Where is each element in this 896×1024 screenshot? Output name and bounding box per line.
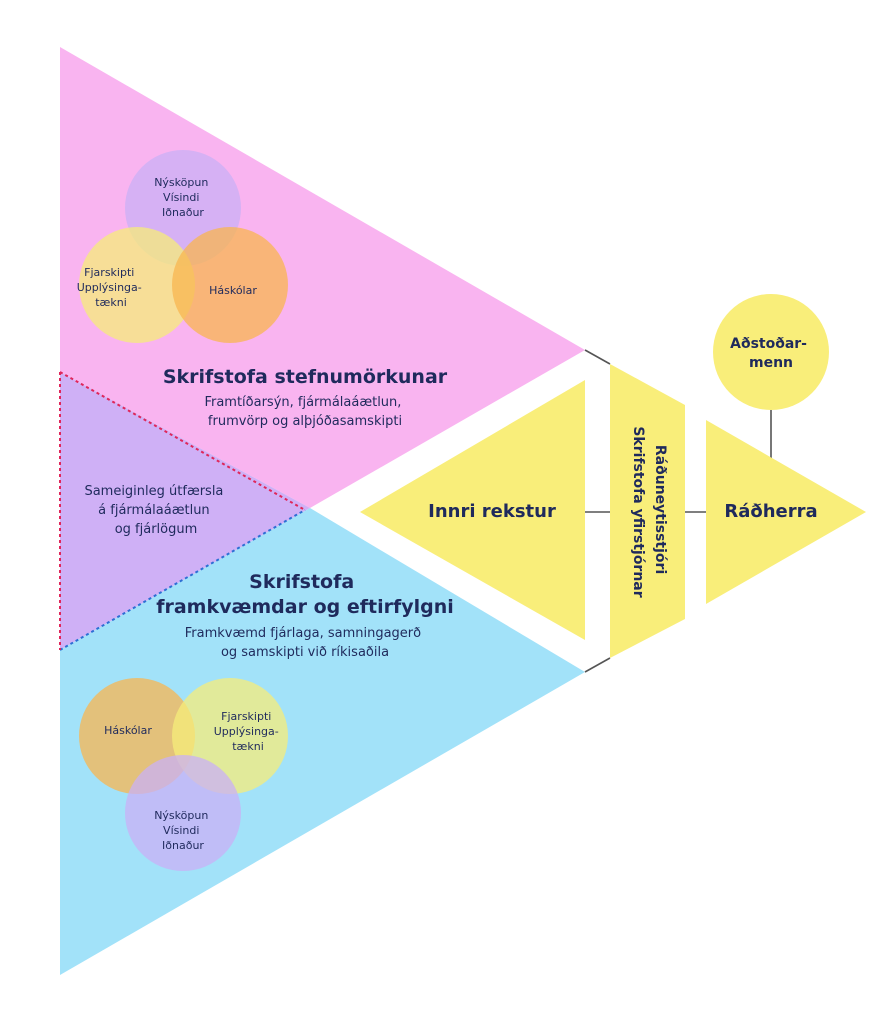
top-circle-universities xyxy=(172,227,288,343)
permanent-secretary-band xyxy=(610,364,685,658)
label-line: Nýsköpun xyxy=(154,176,208,189)
implementation-office-title: Skrifstofa framkvæmdar og eftirfylgni xyxy=(156,571,454,618)
assistants-circle xyxy=(713,294,829,410)
top-circle-telecom-label: Fjarskipti Upplýsinga- tækni xyxy=(77,266,146,309)
subtitle-line: Framkvæmd fjárlaga, samningagerð xyxy=(185,626,421,641)
label-line: Háskólar xyxy=(209,284,257,297)
connector-bottom xyxy=(584,657,611,673)
label-line: Vísindi xyxy=(163,824,199,837)
top-circle-cluster: Nýsköpun Vísindi Iðnaður Fjarskipti Uppl… xyxy=(77,150,288,343)
label-line: tækni xyxy=(232,740,264,753)
label-line: Nýsköpun xyxy=(154,809,208,822)
assistants-line: menn xyxy=(749,355,793,371)
divider-red-dotted xyxy=(59,371,306,511)
secretary-line: Skrifstofa yfirstjórnar xyxy=(630,426,646,597)
shared-line: á fjármálaáætlun xyxy=(98,503,210,518)
shared-zone-label: Sameiginleg útfærsla á fjármálaáætlun og… xyxy=(84,484,227,537)
label-line: Vísindi xyxy=(163,191,199,204)
label-line: Fjarskipti xyxy=(84,266,134,279)
label-line: Upplýsinga- xyxy=(214,725,279,738)
top-circle-universities-label: Háskólar xyxy=(209,284,257,297)
label-line: Háskólar xyxy=(104,724,152,737)
bottom-circle-cluster: Háskólar Fjarskipti Upplýsinga- tækni Ný… xyxy=(79,678,288,871)
bottom-circle-innovation xyxy=(125,755,241,871)
connector-top xyxy=(584,349,611,365)
label-line: Upplýsinga- xyxy=(77,281,142,294)
top-circle-innovation-label: Nýsköpun Vísindi Iðnaður xyxy=(154,176,212,219)
title-line: Skrifstofa xyxy=(249,571,354,593)
assistants-label: Aðstoðar- menn xyxy=(730,336,812,371)
internal-ops-triangle xyxy=(360,380,585,640)
top-circle-telecom xyxy=(79,227,195,343)
assistants-line: Aðstoðar- xyxy=(730,336,807,352)
minister-triangle xyxy=(706,420,866,604)
shared-line: og fjárlögum xyxy=(115,522,198,537)
title-line: framkvæmdar og eftirfylgni xyxy=(156,596,454,618)
internal-ops-label: Innri rekstur xyxy=(428,501,556,522)
shared-zone xyxy=(60,372,310,650)
divider-blue-dotted xyxy=(59,509,306,651)
subtitle-line: og samskipti við ríkisaðila xyxy=(221,645,389,660)
permanent-secretary-label: Ráðuneytisstjóri Skrifstofa yfirstjórnar xyxy=(630,426,668,597)
shared-line: Sameiginleg útfærsla xyxy=(84,484,223,499)
minister-label: Ráðherra xyxy=(724,501,817,522)
secretary-line: Ráðuneytisstjóri xyxy=(652,445,668,574)
subtitle-line: frumvörp og alþjóðasamskipti xyxy=(208,414,402,429)
bottom-circle-universities-label: Háskólar xyxy=(104,724,152,737)
bottom-circle-telecom-label: Fjarskipti Upplýsinga- tækni xyxy=(214,710,283,753)
bottom-circle-innovation-label: Nýsköpun Vísindi Iðnaður xyxy=(154,809,212,852)
label-line: Fjarskipti xyxy=(221,710,271,723)
label-line: tækni xyxy=(95,296,127,309)
label-line: Iðnaður xyxy=(162,839,204,852)
label-line: Iðnaður xyxy=(162,206,204,219)
policy-office-title: Skrifstofa stefnumörkunar xyxy=(163,366,448,388)
implementation-office-subtitle: Framkvæmd fjárlaga, samningagerð og sams… xyxy=(185,626,426,660)
subtitle-line: Framtíðarsýn, fjármálaáætlun, xyxy=(204,395,401,410)
policy-office-subtitle: Framtíðarsýn, fjármálaáætlun, frumvörp o… xyxy=(204,395,405,429)
